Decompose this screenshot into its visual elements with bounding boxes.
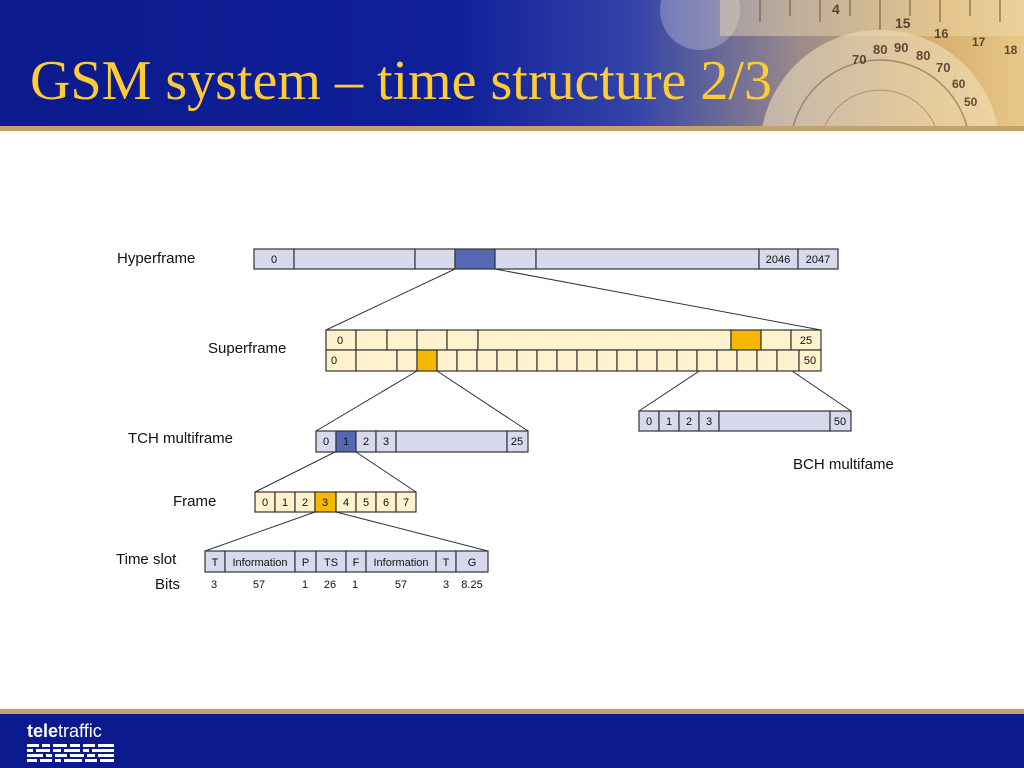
- slide-title: GSM system – time structure 2/3: [30, 50, 772, 112]
- superframe-bottom-first: 0: [331, 355, 337, 367]
- bch-multiframe-bar: 0 1 2 3 50: [638, 410, 852, 432]
- bch-cell: 2: [686, 416, 692, 428]
- bch-cell-last: 50: [834, 416, 846, 428]
- dial-number: 50: [964, 95, 978, 109]
- dial-number: 80: [916, 48, 930, 63]
- slide-footer: teletraffic: [0, 714, 1024, 768]
- tch-multiframe-bar: 0 1 2 3 25: [315, 430, 529, 453]
- frame-cell: 4: [343, 497, 349, 509]
- superframe-label: Superframe: [208, 340, 286, 357]
- bit-count: 57: [253, 579, 265, 591]
- footer-divider: [0, 709, 1024, 714]
- frame-cell: 6: [383, 497, 389, 509]
- bit-count: 26: [324, 579, 336, 591]
- bits-label: Bits: [155, 576, 180, 593]
- superframe-top-last: 25: [800, 335, 812, 347]
- dial-number: 60: [952, 77, 966, 91]
- logo-text-regular: traffic: [58, 721, 102, 741]
- frame-cell: 7: [403, 497, 409, 509]
- frame-cell: 3: [322, 497, 328, 509]
- dial-number: 70: [852, 52, 866, 67]
- dial-number: 80: [873, 42, 887, 57]
- frame-label: Frame: [173, 493, 216, 510]
- logo-bars-icon: [27, 744, 114, 762]
- dial-number: 70: [936, 60, 950, 75]
- time-slot-field: P: [302, 557, 309, 569]
- hyperframe-bar: 0 2046 2047: [253, 248, 839, 270]
- hyperframe-cell-2047: 2047: [806, 254, 830, 266]
- time-slot-field: T: [443, 557, 450, 569]
- dial-number: 4: [832, 1, 840, 17]
- time-slot-field: F: [353, 557, 360, 569]
- dial-number: 16: [934, 26, 948, 41]
- bch-cell: 0: [646, 416, 652, 428]
- superframe-top-first: 0: [337, 335, 343, 347]
- logo-text-bold: tele: [27, 721, 59, 741]
- time-slot-field: T: [212, 557, 219, 569]
- bch-cell: 1: [666, 416, 672, 428]
- logo-text: teletraffic: [27, 720, 117, 742]
- bit-count: 1: [302, 579, 308, 591]
- time-slot-field: G: [468, 557, 477, 569]
- time-slot-field: Information: [232, 557, 287, 569]
- superframe-row-bottom: [325, 349, 822, 372]
- frame-bar: 0 1 2 3 4 5 6 7: [254, 491, 417, 513]
- bit-count: 3: [443, 579, 449, 591]
- frame-cell: 5: [363, 497, 369, 509]
- bit-count: 8.25: [461, 579, 482, 591]
- bits-row: 3 57 1 26 1 57 3 8.25: [211, 579, 483, 591]
- teletraffic-logo: teletraffic: [27, 720, 117, 764]
- time-slot-field: TS: [324, 557, 338, 569]
- superframe-bar: 0 25 0 50: [325, 329, 822, 372]
- hyperframe-cell-first: 0: [271, 254, 277, 266]
- tch-cell: 0: [323, 436, 329, 448]
- slide-header: 4 15 16 17 18 70 80 90 80 70 60 50 GSM s…: [0, 0, 1024, 126]
- dial-number: 15: [895, 15, 911, 31]
- bit-count: 1: [352, 579, 358, 591]
- tch-cell: 2: [363, 436, 369, 448]
- bch-multiframe-label: BCH multifame: [793, 456, 894, 473]
- hyperframe-label: Hyperframe: [117, 250, 195, 267]
- time-slot-field: Information: [373, 557, 428, 569]
- tch-cell: 1: [343, 436, 349, 448]
- frame-cell: 1: [282, 497, 288, 509]
- dial-number: 17: [972, 35, 986, 49]
- frame-cell: 2: [302, 497, 308, 509]
- bit-count: 57: [395, 579, 407, 591]
- time-slot-bar: T Information P TS F Information T G: [204, 550, 489, 573]
- time-slot-label: Time slot: [116, 551, 177, 568]
- hyperframe-cell-2046: 2046: [766, 254, 790, 266]
- tch-cell-last: 25: [511, 436, 523, 448]
- superframe-bottom-last: 50: [804, 355, 816, 367]
- bit-count: 3: [211, 579, 217, 591]
- dial-number: 90: [894, 40, 908, 55]
- frame-cell: 0: [262, 497, 268, 509]
- tch-cell: 3: [383, 436, 389, 448]
- bch-cell: 3: [706, 416, 712, 428]
- tch-multiframe-label: TCH multiframe: [128, 430, 233, 447]
- superframe-row-top: [325, 329, 822, 351]
- dial-number: 18: [1004, 43, 1018, 57]
- dial-background-image: 4 15 16 17 18 70 80 90 80 70 60 50: [660, 0, 1024, 126]
- header-divider: [0, 126, 1024, 131]
